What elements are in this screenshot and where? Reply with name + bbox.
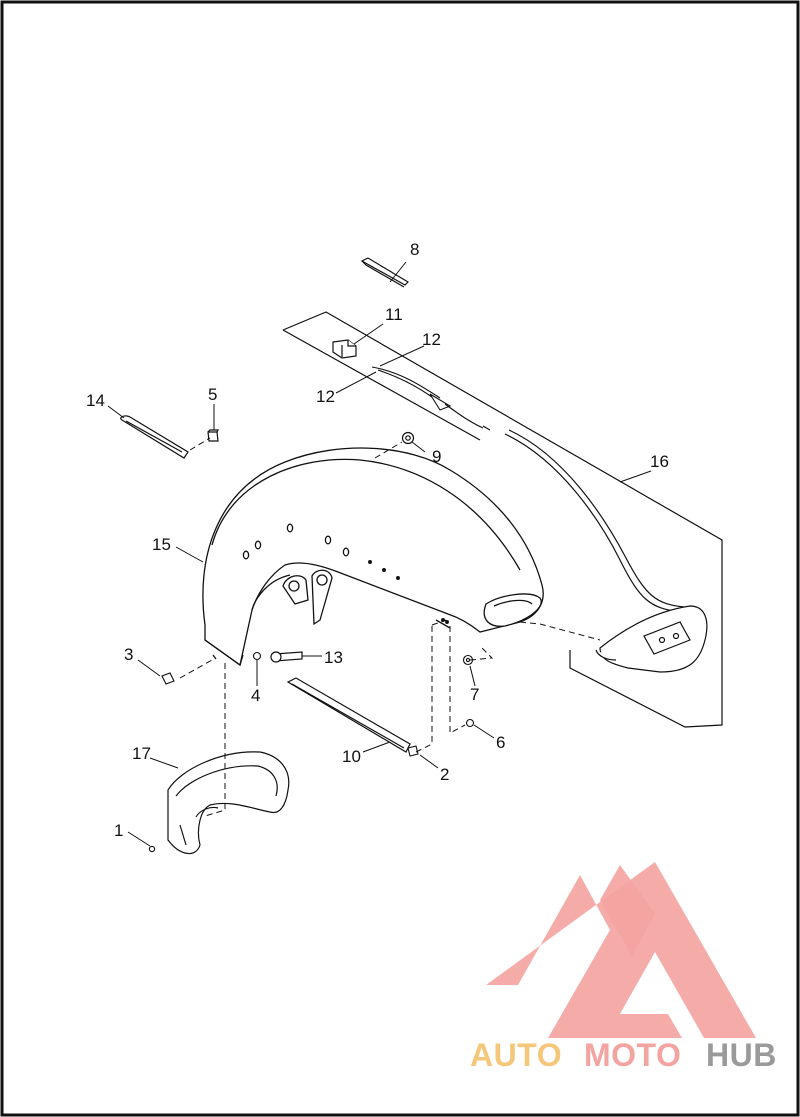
callout-15: 15 bbox=[152, 535, 171, 554]
callout-14: 14 bbox=[86, 391, 105, 410]
watermark-text-moto: MOTO bbox=[584, 1037, 681, 1073]
part-12-wires bbox=[371, 366, 491, 431]
part-5-clip bbox=[207, 429, 219, 442]
callout-4: 4 bbox=[251, 686, 260, 705]
callout-3: 3 bbox=[124, 645, 133, 664]
callout-1: 1 bbox=[114, 821, 123, 840]
part-16-inset-panel bbox=[282, 311, 723, 728]
callout-16: 16 bbox=[650, 452, 669, 471]
callout-12a: 12 bbox=[422, 330, 441, 349]
part-8-strip bbox=[360, 257, 409, 288]
part-16-tail-lamp bbox=[595, 605, 708, 673]
part-6-nut bbox=[465, 718, 475, 728]
callout-13: 13 bbox=[324, 648, 343, 667]
assembly-dashed-lines bbox=[179, 437, 601, 817]
part-4-washer bbox=[252, 651, 262, 661]
callout-17: 17 bbox=[132, 744, 151, 763]
part-15-rear-fender bbox=[202, 447, 544, 667]
part-16-harness bbox=[504, 429, 685, 613]
part-11-connector bbox=[332, 339, 357, 359]
callout-10: 10 bbox=[342, 747, 361, 766]
watermark-triangle-inner-icon bbox=[600, 865, 655, 956]
watermark-text-hub: HUB bbox=[706, 1037, 777, 1073]
watermark-triangle-icon bbox=[486, 862, 756, 1038]
part-10-support-rail bbox=[286, 677, 411, 753]
callout-5: 5 bbox=[208, 385, 217, 404]
part-9-nut bbox=[401, 431, 415, 445]
part-17-guard bbox=[167, 751, 290, 854]
callout-7: 7 bbox=[470, 685, 479, 704]
callout-8: 8 bbox=[410, 240, 419, 259]
callout-6: 6 bbox=[496, 733, 505, 752]
watermark-text-auto: AUTO bbox=[470, 1037, 562, 1073]
leader-lines bbox=[107, 261, 652, 847]
part-1-screw bbox=[148, 845, 156, 853]
watermark-logo bbox=[486, 862, 756, 1038]
part-14-trim-strip bbox=[120, 415, 189, 459]
part-13-bolt bbox=[270, 651, 303, 663]
callout-9: 9 bbox=[432, 447, 441, 466]
callout-12b: 12 bbox=[316, 387, 335, 406]
callout-2: 2 bbox=[440, 765, 449, 784]
part-3-screw bbox=[161, 672, 175, 685]
callout-11: 11 bbox=[385, 305, 403, 324]
watermark-text: AUTO MOTO HUB bbox=[470, 1037, 777, 1073]
part-2-screw bbox=[407, 745, 419, 757]
